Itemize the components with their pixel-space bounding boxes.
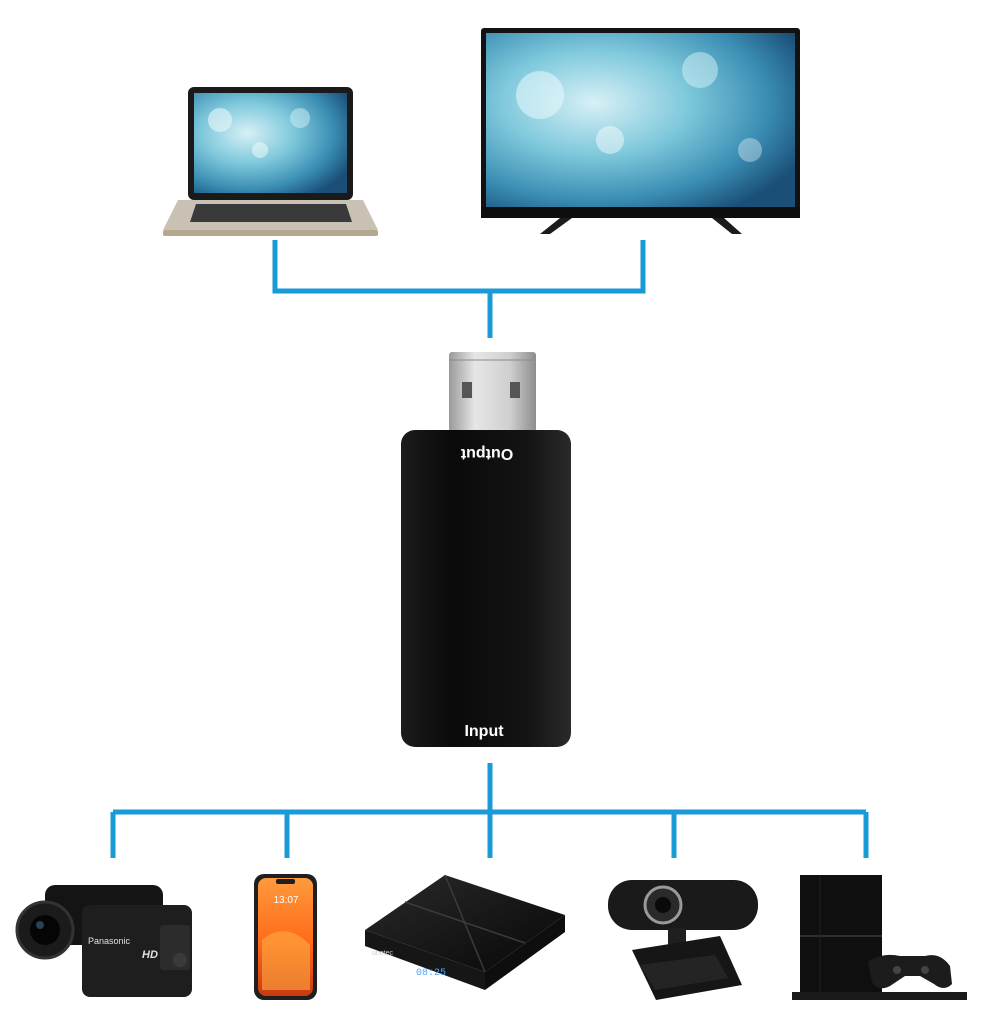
camcorder-icon: Panasonic HD xyxy=(15,885,192,997)
camcorder-brand-text: Panasonic xyxy=(88,936,131,946)
input-label: Input xyxy=(464,723,504,740)
input-connector-lines xyxy=(110,763,869,858)
game-console-icon xyxy=(792,875,967,1000)
usb-plug xyxy=(449,352,536,432)
tv-box-brand-text: unotec xyxy=(372,950,394,957)
capture-adapter: Output Input xyxy=(401,352,571,747)
phone-clock: 13:07 xyxy=(273,895,298,906)
tv-box-display-text: 08:25 xyxy=(416,968,446,979)
adapter-body xyxy=(401,430,571,747)
webcam-icon xyxy=(608,880,758,1000)
tv-connector xyxy=(490,240,646,294)
camcorder-hd-text: HD xyxy=(142,949,158,961)
laptop-icon xyxy=(163,87,378,236)
tv-box-icon: unotec 08:25 xyxy=(365,874,565,990)
output-label: Output xyxy=(460,445,513,462)
tv-icon xyxy=(481,28,800,234)
laptop-connector xyxy=(272,240,490,294)
smartphone-icon: 13:07 xyxy=(254,874,317,1000)
output-connector-lines xyxy=(272,240,646,338)
